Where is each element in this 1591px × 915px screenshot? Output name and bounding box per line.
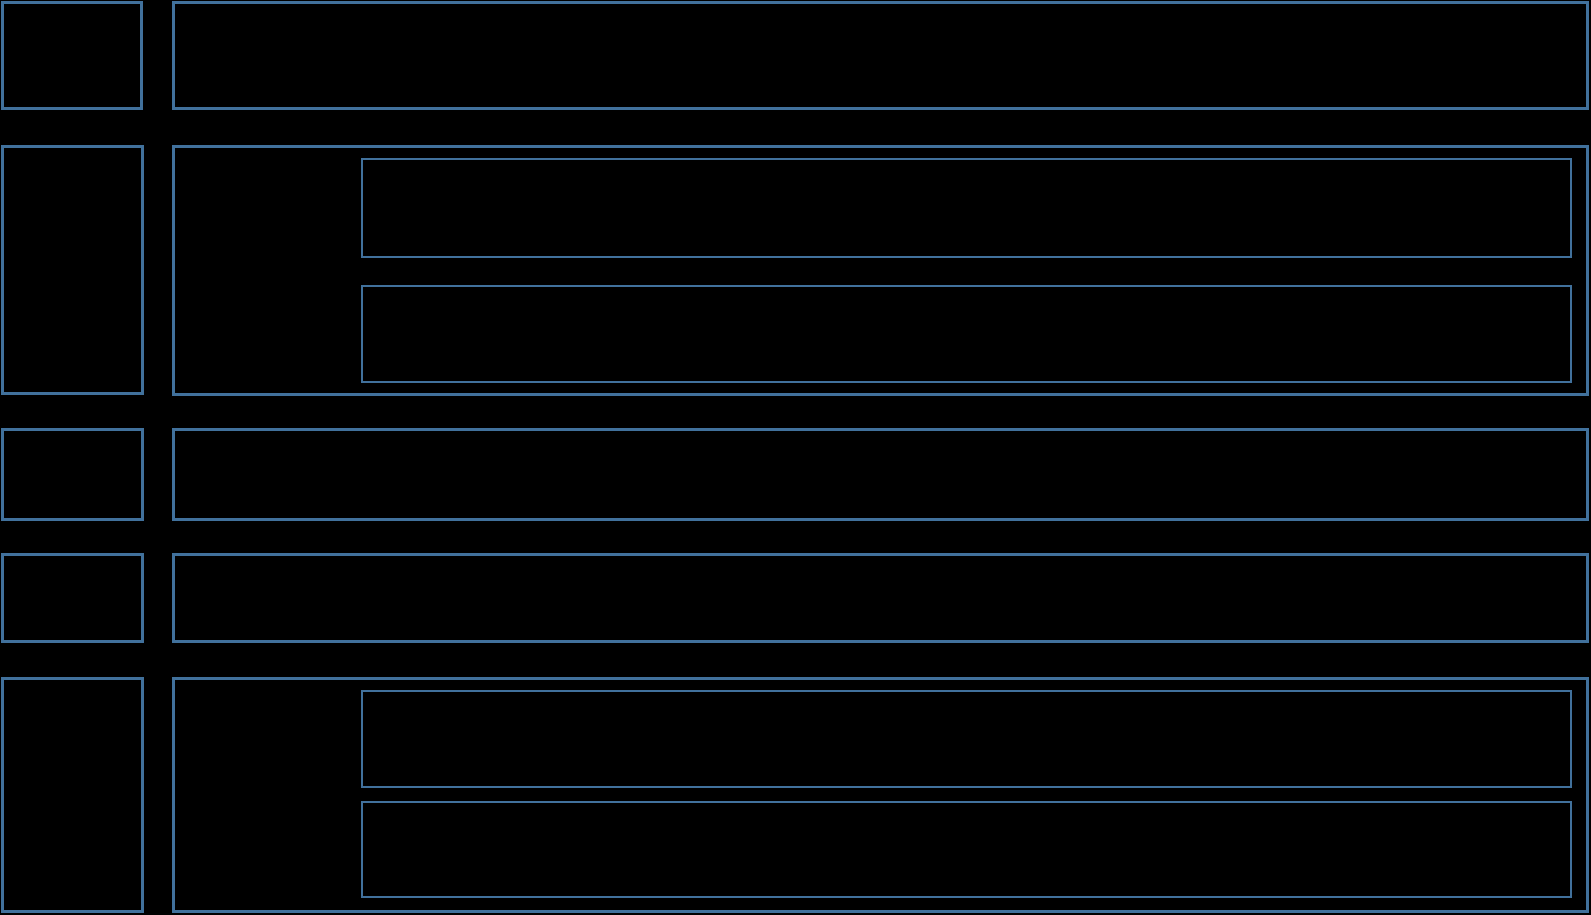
row-3-left-cell bbox=[1, 428, 144, 521]
row-2-inner-field-2 bbox=[361, 285, 1572, 383]
row-2-right-cell bbox=[172, 145, 1589, 396]
row-1-right-cell bbox=[172, 1, 1589, 110]
row-4-right-cell bbox=[172, 553, 1589, 643]
row-5-right-cell bbox=[172, 677, 1589, 913]
row-3-right-cell bbox=[172, 428, 1589, 521]
row-5-left-cell bbox=[1, 677, 144, 913]
row-1-left-cell bbox=[1, 1, 143, 110]
row-2-left-cell bbox=[1, 145, 144, 395]
row-4-left-cell bbox=[1, 553, 144, 643]
row-2-inner-field-1 bbox=[361, 158, 1572, 258]
row-5-inner-field-1 bbox=[361, 690, 1572, 788]
row-5-inner-field-2 bbox=[361, 801, 1572, 898]
